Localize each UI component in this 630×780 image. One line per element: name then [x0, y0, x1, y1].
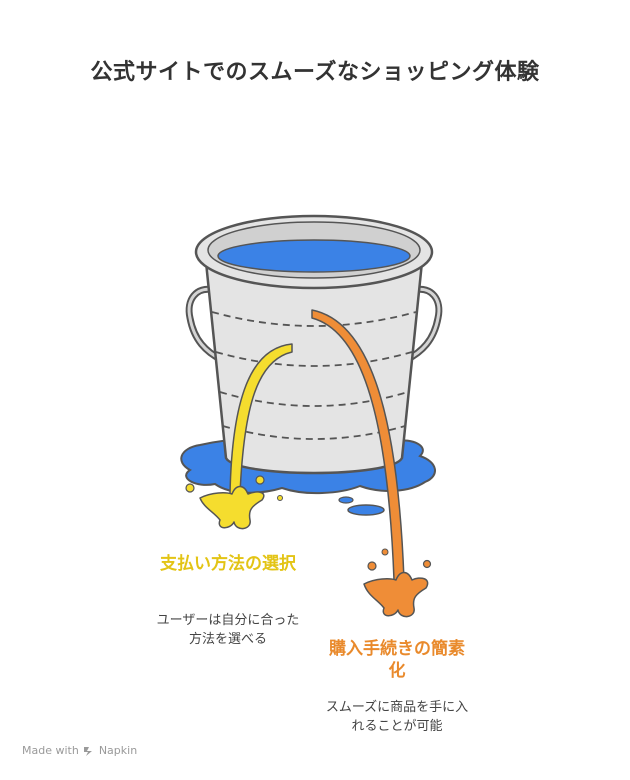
footer-credit: Made with Napkin: [22, 744, 137, 757]
napkin-logo-icon: [83, 746, 92, 756]
checkout-simplification-description: スムーズに商品を手に入れることが可能: [325, 700, 469, 734]
payment-method-title: 支払い方法の選択: [160, 554, 296, 574]
payment-method-description: ユーザーは自分に合った方法を選べる: [156, 613, 300, 647]
water-surface: [217, 239, 411, 273]
made-with-text: Made with: [22, 744, 79, 757]
bucket-rim: [194, 214, 434, 290]
orange-leak-stream: [311, 309, 432, 618]
checkout-simplification-title: 購入手続きの簡素化: [329, 639, 465, 681]
napkin-brand: Napkin: [98, 744, 138, 757]
page-title: 公式サイトでのスムーズなショッピング体験: [90, 60, 540, 85]
yellow-leak-stream: [185, 343, 293, 530]
